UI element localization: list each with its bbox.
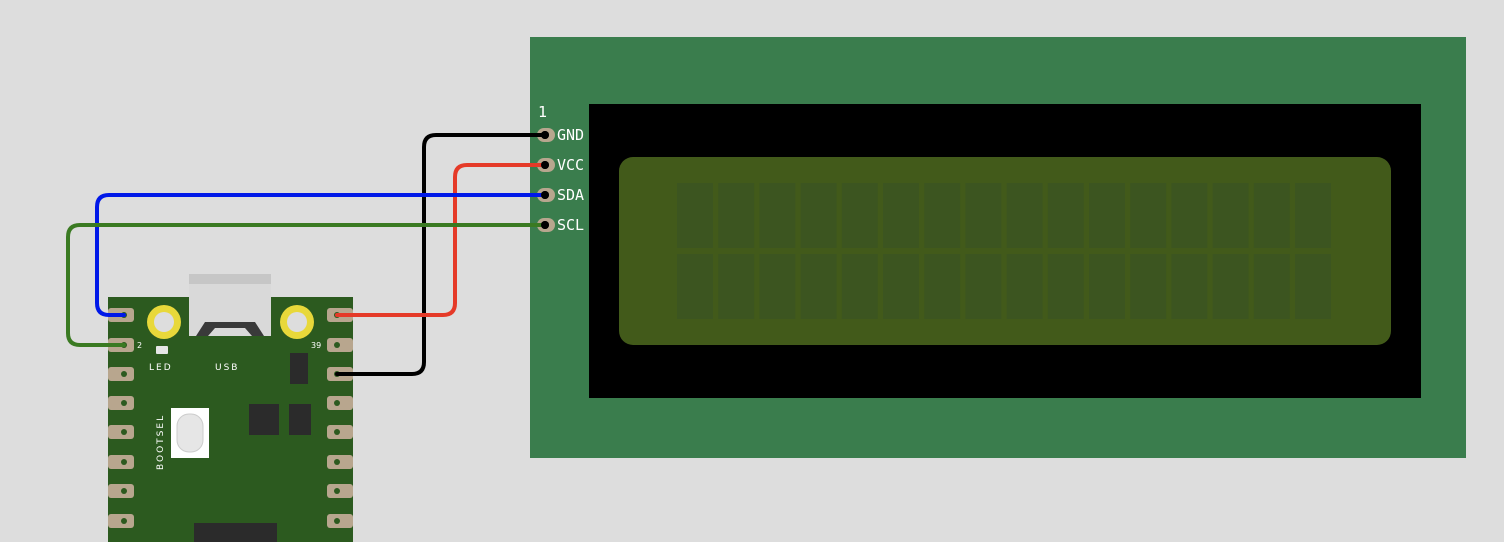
lcd-pin-label-vcc: VCC (557, 156, 584, 174)
pico-chip-small (290, 353, 308, 384)
lcd-pin-number: 1 (538, 103, 547, 121)
wire-endpoints (541, 131, 549, 229)
bootsel-button[interactable] (171, 408, 209, 458)
lcd-char-cell (759, 254, 796, 319)
lcd-char-cell (1253, 254, 1290, 319)
lcd-char-cell (677, 183, 713, 248)
lcd-char-cell (1171, 183, 1208, 248)
wire-gnd[interactable] (335, 133, 547, 376)
lcd-char-cell (1089, 183, 1125, 248)
lcd-char-cell (1130, 183, 1167, 248)
led-icon (156, 346, 168, 354)
lcd-char-cell (924, 254, 961, 319)
pico-usb-label: USB (215, 363, 239, 373)
lcd-char-cell (1212, 254, 1249, 319)
lcd-char-cell (924, 183, 961, 248)
pico-mount-hole-left (147, 305, 181, 339)
lcd-char-cell (1047, 254, 1084, 319)
pico-chip-a (249, 404, 279, 435)
lcd-char-cell (1295, 254, 1331, 319)
lcd-pin-label-scl: SCL (557, 216, 584, 234)
lcd-char-cell (718, 254, 755, 319)
pico-pin-label-2: 2 (137, 341, 142, 350)
lcd-char-cell (759, 183, 796, 248)
pico-left-pads (108, 308, 134, 528)
pico-mount-hole-right (280, 305, 314, 339)
lcd-char-cell (841, 254, 878, 319)
lcd-char-cell (1253, 183, 1290, 248)
lcd-char-cell (1130, 254, 1167, 319)
pico-board[interactable]: LED USB 2 39 BOOTSEL (108, 274, 353, 542)
lcd-char-cell (965, 254, 1002, 319)
lcd-pin-label-sda: SDA (557, 186, 584, 204)
pico-chip-b (289, 404, 311, 435)
wire-vcc[interactable] (335, 163, 547, 317)
pico-pin-label-39: 39 (311, 341, 321, 350)
lcd-char-cell (841, 183, 878, 248)
lcd-char-cell (1171, 254, 1208, 319)
lcd-char-cell (1006, 183, 1043, 248)
pico-bootsel-label: BOOTSEL (156, 414, 166, 470)
lcd-char-cell (1006, 254, 1043, 319)
lcd-char-cell (883, 254, 919, 319)
lcd-char-cell (1047, 183, 1084, 248)
lcd-char-cell (677, 254, 713, 319)
lcd-char-cell (965, 183, 1002, 248)
lcd-char-cell (1089, 254, 1125, 319)
wires (66, 133, 547, 376)
lcd-pin-label-gnd: GND (557, 126, 584, 144)
lcd-char-cell (1295, 183, 1331, 248)
pico-right-pads (327, 308, 353, 528)
lcd-char-cell (883, 183, 919, 248)
wire-scl[interactable] (66, 223, 547, 347)
lcd-char-cell (1212, 183, 1249, 248)
pico-pcb (108, 297, 353, 542)
pico-rp2040-chip (194, 523, 277, 542)
lcd-char-cell (800, 183, 837, 248)
usb-connector-icon (189, 274, 271, 336)
wire-sda[interactable] (95, 193, 547, 317)
lcd-char-cell (718, 183, 755, 248)
lcd-character-grid (677, 183, 1331, 319)
lcd-char-cell (800, 254, 837, 319)
lcd-module[interactable]: 1 GND VCC SDA SCL (530, 37, 1466, 458)
pico-led-label: LED (149, 363, 173, 373)
